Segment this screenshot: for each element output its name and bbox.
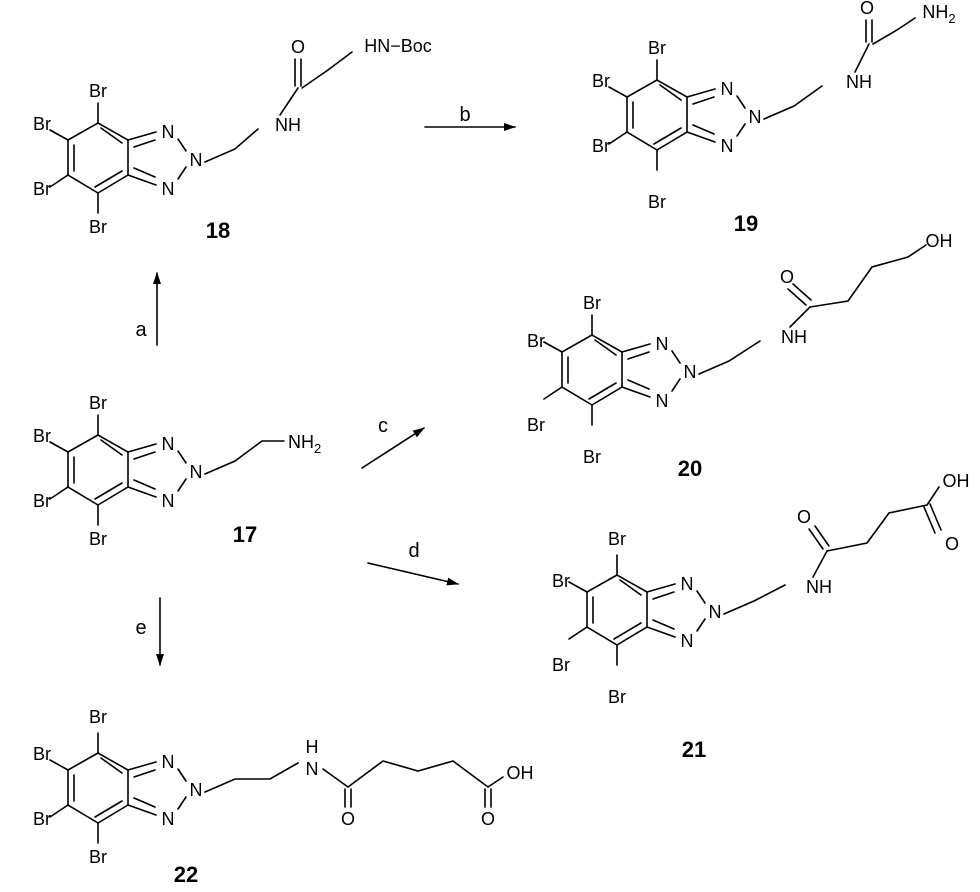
atom-br: Br xyxy=(648,38,666,58)
atom-o: O xyxy=(341,809,355,829)
atom-br: Br xyxy=(527,415,545,435)
atom-br: Br xyxy=(89,217,107,237)
atom-n: N xyxy=(162,179,175,199)
atom-n: N xyxy=(162,491,175,511)
atom-n: N xyxy=(681,631,694,651)
atom-oh: OH xyxy=(507,763,534,783)
atom-n: N xyxy=(656,391,669,411)
compound-20: Br Br Br Br N N N NH O OH xyxy=(527,231,953,467)
step-label-e: e xyxy=(135,617,146,639)
compound-label-21: 21 xyxy=(682,737,706,762)
atom-br: Br xyxy=(552,655,570,675)
atom-nh2: NH2 xyxy=(288,432,321,456)
atom-o: O xyxy=(797,507,811,527)
step-label-c: c xyxy=(378,415,388,437)
atom-o: O xyxy=(291,37,305,57)
atom-n: N xyxy=(162,434,175,454)
compound-17: Br Br Br Br N N N NH2 xyxy=(33,393,321,549)
atom-br: Br xyxy=(33,426,51,446)
arrow-c xyxy=(361,427,425,469)
atom-n: N xyxy=(306,759,319,779)
atom-br: Br xyxy=(33,744,51,764)
atom-br: Br xyxy=(608,687,626,707)
atom-o: O xyxy=(780,267,794,287)
atom-br: Br xyxy=(527,331,545,351)
atom-br: Br xyxy=(608,529,626,549)
compound-label-19: 19 xyxy=(734,211,758,236)
atom-br: Br xyxy=(592,136,610,156)
compound-label-20: 20 xyxy=(678,456,702,481)
atom-oh: OH xyxy=(943,471,970,491)
atom-br: Br xyxy=(89,81,107,101)
atom-br: Br xyxy=(648,192,666,212)
atom-nh: NH xyxy=(846,72,872,92)
arrow-d xyxy=(367,562,459,586)
atom-n: N xyxy=(162,809,175,829)
atom-n: N xyxy=(681,574,694,594)
atom-n: N xyxy=(190,462,203,482)
atom-nh: NH xyxy=(806,577,832,597)
compound-21: Br Br Br Br N N N NH O OH O xyxy=(552,471,970,707)
atom-o: O xyxy=(860,0,874,18)
atom-o: O xyxy=(945,534,959,554)
compound-18: Br Br Br Br N N N NH O HN−Boc xyxy=(33,36,432,237)
compound-label-18: 18 xyxy=(206,218,230,243)
atom-br: Br xyxy=(89,847,107,867)
atom-br: Br xyxy=(89,529,107,549)
atom-br: Br xyxy=(89,707,107,727)
atom-h: H xyxy=(306,737,319,757)
atom-nh: NH xyxy=(781,327,807,347)
atom-br: Br xyxy=(33,114,51,134)
atom-n: N xyxy=(721,79,734,99)
compound-label-17: 17 xyxy=(233,522,257,547)
atom-n: N xyxy=(749,107,762,127)
atom-br: Br xyxy=(33,809,51,829)
compound-label-22: 22 xyxy=(174,862,198,887)
atom-oh: OH xyxy=(926,231,953,251)
step-label-b: b xyxy=(459,104,470,126)
atom-br: Br xyxy=(33,179,51,199)
atom-n: N xyxy=(709,602,722,622)
atom-o: O xyxy=(481,809,495,829)
compound-22: Br Br Br Br N N N H N O OH O xyxy=(33,707,534,867)
atom-br: Br xyxy=(89,393,107,413)
atom-br: Br xyxy=(33,491,51,511)
atom-br: Br xyxy=(592,71,610,91)
atom-n: N xyxy=(190,780,203,800)
atom-nh2: NH2 xyxy=(922,2,955,26)
atom-br: Br xyxy=(583,293,601,313)
atom-hn-boc: HN−Boc xyxy=(364,36,432,56)
atom-n: N xyxy=(684,362,697,382)
step-label-d: d xyxy=(408,540,419,562)
atom-n: N xyxy=(656,334,669,354)
atom-n: N xyxy=(162,752,175,772)
atom-br: Br xyxy=(552,571,570,591)
step-label-a: a xyxy=(135,319,147,341)
compound-19: Br Br Br Br N N N NH O NH2 xyxy=(592,0,956,212)
atom-n: N xyxy=(721,136,734,156)
atom-n: N xyxy=(162,122,175,142)
atom-n: N xyxy=(190,150,203,170)
atom-nh: NH xyxy=(275,115,301,135)
atom-br: Br xyxy=(583,447,601,467)
